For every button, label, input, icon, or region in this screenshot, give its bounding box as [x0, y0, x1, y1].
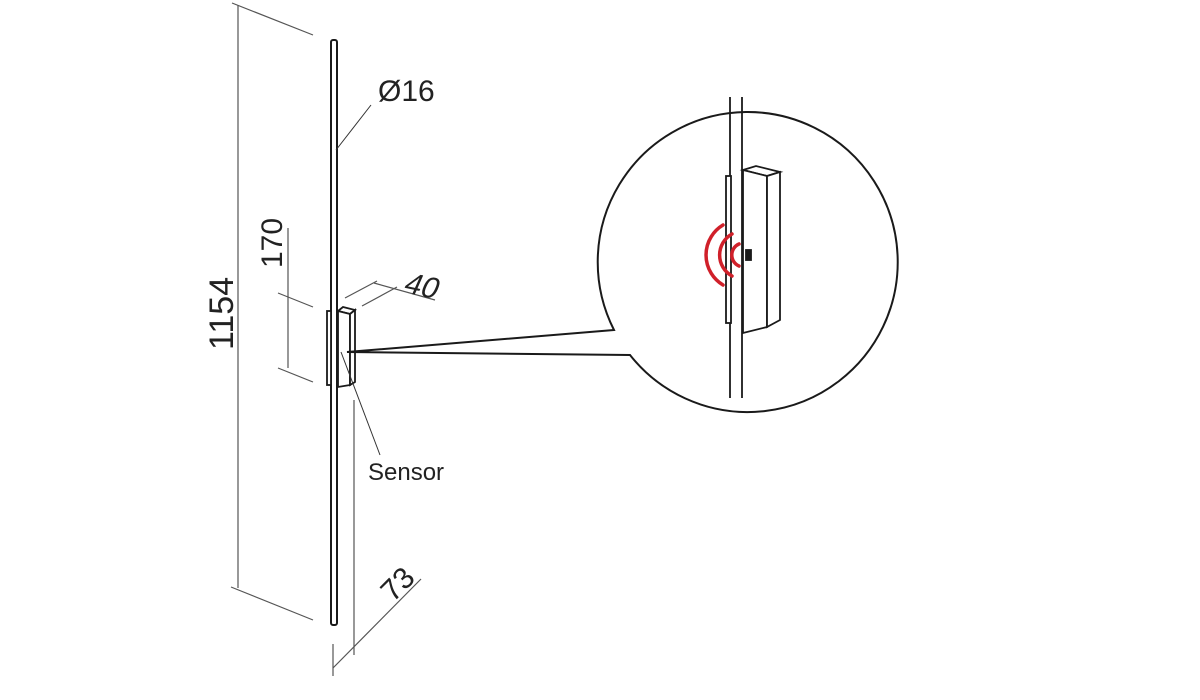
sensor-box	[326, 306, 357, 389]
diameter-leader	[335, 104, 372, 151]
total-depth-label: 73	[375, 561, 422, 608]
detail-callout	[346, 111, 899, 413]
diameter-label: Ø16	[378, 75, 435, 108]
dimension-sensor-depth	[344, 280, 436, 307]
sensor-height-label: 170	[256, 218, 289, 268]
sensor-depth-label: 40	[399, 268, 445, 305]
dimension-sensor-height	[277, 228, 314, 383]
sensor-leader	[340, 351, 381, 456]
detail-sensor-box	[725, 165, 784, 335]
sensor-label: Sensor	[368, 459, 444, 486]
signal-waves-icon	[704, 223, 741, 287]
dimension-total-height	[230, 2, 314, 621]
total-height-label: 1154	[203, 277, 241, 350]
dimension-total-depth	[332, 400, 422, 676]
